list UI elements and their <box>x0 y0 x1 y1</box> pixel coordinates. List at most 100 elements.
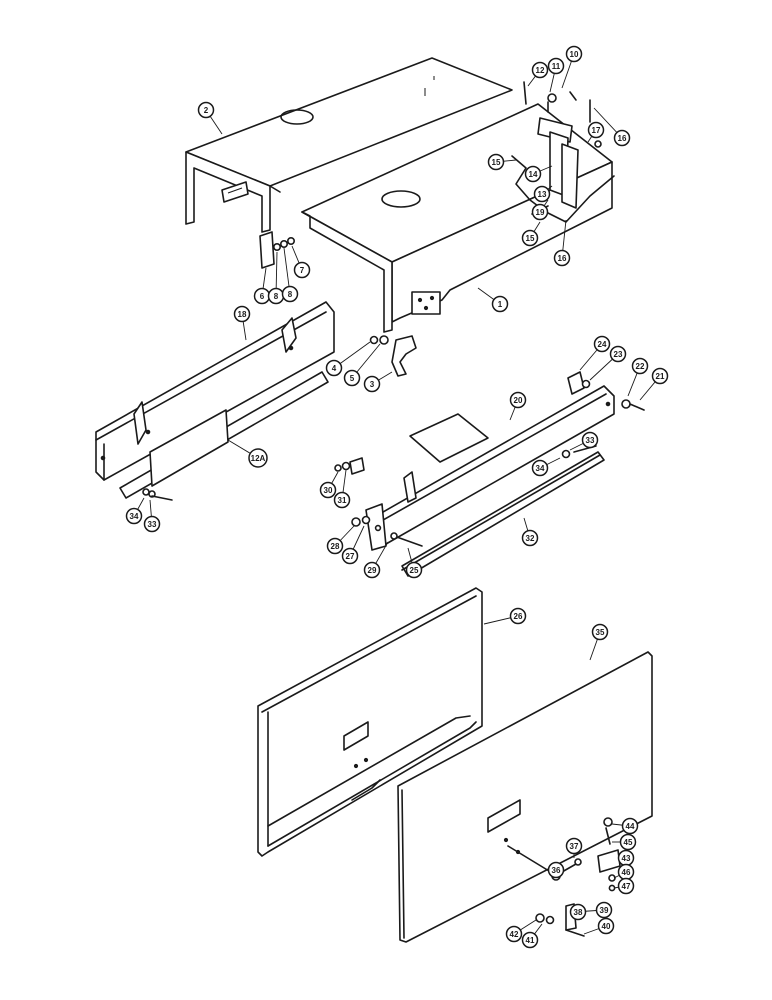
callout-label: 33 <box>586 436 595 445</box>
callout-c37: 37 <box>565 837 583 855</box>
callout-circle <box>619 833 637 851</box>
callout-circle <box>569 903 587 921</box>
callout-circle <box>509 607 527 625</box>
callout-label: 15 <box>492 158 501 167</box>
callout-label: 35 <box>596 628 605 637</box>
callout-circle <box>547 861 565 879</box>
callout-c4: 4 <box>325 359 343 377</box>
callout-c25: 25 <box>405 561 423 579</box>
callout-label: 1 <box>498 300 503 309</box>
callout-c12: 12 <box>531 61 549 79</box>
callout-circle <box>613 129 631 147</box>
callout-label: 38 <box>574 908 583 917</box>
callout-label: 4 <box>332 364 337 373</box>
callout-c42: 42 <box>505 925 523 943</box>
callout-c33b: 33 <box>143 515 161 533</box>
callout-c27: 27 <box>341 547 359 565</box>
callout-label: 42 <box>510 930 519 939</box>
callout-c28: 28 <box>326 537 344 555</box>
callout-label: 27 <box>346 552 355 561</box>
callout-label: 21 <box>656 372 665 381</box>
callout-circle <box>631 357 649 375</box>
callout-c38: 38 <box>569 903 587 921</box>
part-2-top-cover <box>185 57 513 233</box>
callout-label: 46 <box>622 868 631 877</box>
callout-c32: 32 <box>521 529 539 547</box>
callout-circle <box>531 203 549 221</box>
callout-c8a: 8 <box>267 287 285 305</box>
callout-c8b: 8 <box>281 285 299 303</box>
callout-circle <box>617 877 635 895</box>
callout-label: 24 <box>598 340 607 349</box>
callout-c41: 41 <box>521 931 539 949</box>
callout-circle <box>547 57 565 75</box>
callout-label: 33 <box>148 520 157 529</box>
callout-c17: 17 <box>587 121 605 139</box>
callout-label: 36 <box>552 866 561 875</box>
part-1-hood <box>301 76 613 333</box>
callout-c15b: 15 <box>521 229 539 247</box>
callout-c19: 19 <box>531 203 549 221</box>
callout-label: 7 <box>300 266 305 275</box>
callout-label: 16 <box>558 254 567 263</box>
part-32-strip <box>401 451 605 577</box>
part-20-crossmember <box>365 371 615 551</box>
callout-c16b: 16 <box>553 249 571 267</box>
callout-c30: 30 <box>319 481 337 499</box>
callout-c34b: 34 <box>125 507 143 525</box>
callout-circle <box>325 359 343 377</box>
callout-c2: 2 <box>197 101 215 119</box>
callout-label: 12A <box>251 454 266 463</box>
callout-circle <box>609 345 627 363</box>
callout-label: 41 <box>526 936 535 945</box>
callout-c29: 29 <box>363 561 381 579</box>
callout-c13: 13 <box>533 185 551 203</box>
callout-circle <box>233 305 251 323</box>
callout-c44: 44 <box>621 817 639 835</box>
callout-c26: 26 <box>509 607 527 625</box>
callout-label: 6 <box>260 292 265 301</box>
callout-label: 32 <box>526 534 535 543</box>
callout-c24: 24 <box>593 335 611 353</box>
callout-label: 8 <box>288 290 293 299</box>
callout-label: 11 <box>552 62 561 71</box>
callout-label: 47 <box>622 882 631 891</box>
callout-label: 25 <box>410 566 419 575</box>
callout-circle <box>591 623 609 641</box>
callout-label: 18 <box>238 310 247 319</box>
callout-c36: 36 <box>547 861 565 879</box>
callout-circle <box>565 45 583 63</box>
callout-label: 26 <box>514 612 523 621</box>
callout-circle <box>248 448 268 468</box>
callout-c11: 11 <box>547 57 565 75</box>
callout-circle <box>531 459 549 477</box>
callout-c3: 3 <box>363 375 381 393</box>
part-18-side-rail <box>95 301 335 481</box>
callout-circle <box>143 515 161 533</box>
callout-c10: 10 <box>565 45 583 63</box>
callout-circle <box>524 165 542 183</box>
bracket-6 <box>259 231 295 269</box>
callout-label: 34 <box>536 464 545 473</box>
callout-circle <box>521 229 539 247</box>
callout-circle <box>319 481 337 499</box>
callout-label: 12 <box>536 66 545 75</box>
callout-label: 16 <box>618 134 627 143</box>
latch-3 <box>369 335 417 377</box>
callout-label: 28 <box>331 542 340 551</box>
callout-circle <box>326 537 344 555</box>
part-36-rear-panel <box>257 587 483 857</box>
callout-label: 8 <box>274 292 279 301</box>
callout-label: 19 <box>536 208 545 217</box>
callout-c14: 14 <box>524 165 542 183</box>
callout-c43: 43 <box>617 849 635 867</box>
callout-circle <box>363 375 381 393</box>
callout-circle <box>531 61 549 79</box>
callout-label: 45 <box>624 838 633 847</box>
callout-circle <box>363 561 381 579</box>
callout-circle <box>581 431 599 449</box>
part-35-access-panel <box>397 651 653 943</box>
callout-label: 13 <box>538 190 547 199</box>
